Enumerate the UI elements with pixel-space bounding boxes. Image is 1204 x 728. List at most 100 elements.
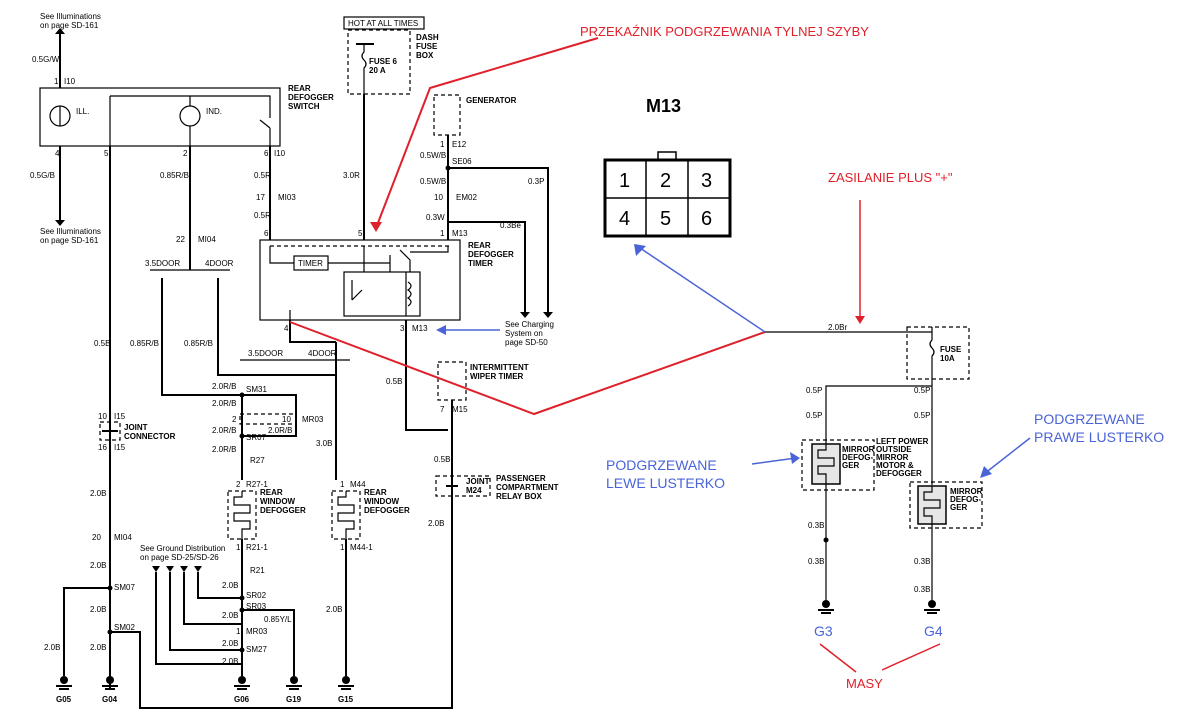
connector-label: M44 [350,480,366,489]
wire-label: 0.3W [426,213,445,222]
left-mirror-module [801,439,875,491]
annotation-supply: ZASILANIE PLUS "+" [828,170,953,185]
illum-note-top-2: on page SD-161 [40,21,99,30]
wire-label: 2.0B [222,611,238,620]
wire-label: 2.0B [44,643,60,652]
wire-label: 0.85R/B [184,339,213,348]
heater-grid-icon [337,491,355,539]
wire-label: 0.5B [434,455,450,464]
connector-label: I10 [274,149,286,158]
pin-label: 2 [232,415,237,424]
wire-label: 3.0R [343,171,360,180]
pin-label: 10 [434,193,443,202]
annotation-left-mirror-1: PODGRZEWANE [606,457,717,473]
door-label: 4DOOR [205,259,234,268]
charging-note-1: See Charging [505,320,554,329]
connector-pin-6: 6 [701,208,712,230]
ground-g19-icon [286,676,302,690]
rwd-label-1: REAR [260,488,283,497]
ground-g06-icon [234,676,250,690]
connector-label: M15 [452,405,468,414]
wire [448,221,526,312]
ground-label: G06 [234,695,250,704]
rwd2-label-1: REAR [364,488,387,497]
arrow-down-icon [55,220,65,226]
timer-title-1: REAR [468,241,491,250]
relay-box [343,271,421,317]
connector-label: MR03 [302,415,324,424]
wire-label: 0.85Y/L [264,615,292,624]
pin-label: 1 [340,543,345,552]
fuse10-label-2: 10A [940,354,955,363]
arrow-down-icon [180,566,188,572]
joint-label: JOINT [466,477,490,486]
connector-pin-5: 5 [660,208,671,230]
pin-label: 1 [340,480,345,489]
ground-g4-label: G4 [924,623,943,639]
arrow-down-icon [194,566,202,572]
rwd-label-3: DEFOGGER [260,506,306,515]
ground-g4-icon [924,600,940,614]
pin-label: 20 [92,533,101,542]
hot-label: HOT AT ALL TIMES [348,19,418,28]
wire-label: 2.0B [428,519,444,528]
connector-label: M13 [452,229,468,238]
connector-label: M13 [412,324,428,333]
wire-label: 2.0B [90,605,106,614]
wire-label: 0.5P [806,411,822,420]
connector-label: M44-1 [350,543,373,552]
rwd-label-2: WINDOW [260,497,296,506]
arrow-down-icon [166,566,174,572]
annotation-right-mirror-2: PRAWE LUSTERKO [1034,429,1164,445]
door-label: 3.5DOOR [145,259,180,268]
wire-label: 0.5R [254,171,271,180]
pin-label: 10 [98,412,107,421]
wire-label: 0.3B [914,585,930,594]
mirror-right-label-3: GER [950,503,968,512]
connector-label: MR03 [246,627,268,636]
timer-label: TIMER [298,259,323,268]
ground-dist-note-2: on page SD-25/SD-26 [140,553,219,562]
pin-label: 3 [400,324,405,333]
mr03-connector [239,413,297,425]
wire-label: 0.85R/B [130,339,159,348]
wire-label: 0.5P [914,411,930,420]
ground-pointer-line [289,321,766,416]
arrow-icon [980,466,992,478]
pin-label: 5 [104,149,109,158]
wire-label: 0.3B [808,521,824,530]
mirror-left-label-1: MIRROR [842,445,875,454]
connector-label: I15 [114,443,126,452]
ground-dist-note-1: See Ground Distribution [140,544,225,553]
ground-g15-icon [338,676,354,690]
connector-pin-3: 3 [701,170,712,192]
dash-fuse-box-label-3: BOX [416,51,434,60]
wire-label: 0.5G/B [30,171,55,180]
arrow-right-icon [790,452,800,464]
lpm-label-4: MOTOR & [876,461,914,470]
mirror-left-label-2: DEFOG- [842,453,873,462]
lpm-label-5: DEFOGGER [876,469,922,478]
wire-label: 2.0B [90,643,106,652]
arrow-left-icon [436,325,446,335]
connector-label: MI03 [278,193,296,202]
ground-g04-icon [102,676,118,690]
wire-label: 0.5B [94,339,110,348]
connector-label: R21 [250,566,265,575]
relay-coil-icon [406,281,412,307]
wire [825,379,933,485]
pin-label: 4 [284,324,289,333]
connector-label: SR07 [246,433,267,442]
intermittent-wiper-timer [437,361,467,401]
joint-connector-i15 [99,421,121,441]
switch-title-3: SWITCH [288,102,320,111]
wire [242,609,295,676]
wire-label: 2.0B [222,581,238,590]
lpm-label-1: LEFT POWER [876,437,929,446]
switch-wiring [59,95,271,146]
dash-fuse-box-label-2: FUSE [416,42,438,51]
fuse6-label-1: FUSE 6 [369,57,398,66]
connector-label: SM27 [246,645,267,654]
illum-note-bot-1: See Illuminations [40,227,101,236]
connector-label: R27 [250,456,265,465]
